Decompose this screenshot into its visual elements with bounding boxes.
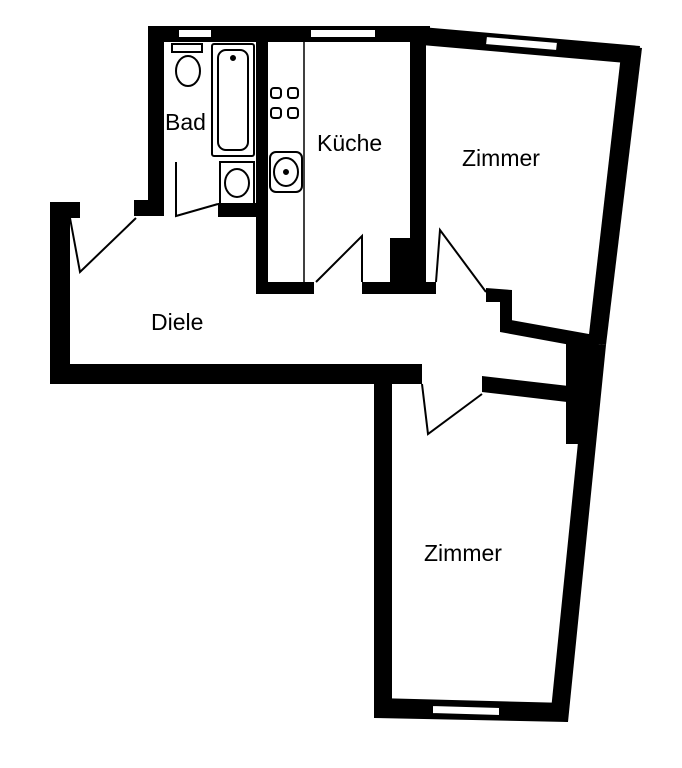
wall-zimmer-door-stub xyxy=(426,282,436,294)
wall-zimmer-upper-notch xyxy=(486,288,512,332)
door-bath xyxy=(175,162,219,218)
wall-left-zimmer-lower xyxy=(374,378,392,718)
bathtub-drain xyxy=(230,55,236,61)
room-label-zimmer-bottom: Zimmer xyxy=(424,540,502,566)
stove-burner-4 xyxy=(287,107,299,119)
wall-zimmer-lower-top xyxy=(482,376,586,404)
wall-kitchen-bottom-left xyxy=(256,282,314,294)
bathtub-inner xyxy=(217,49,249,151)
wall-bath-kitchen xyxy=(256,26,268,294)
room-label-diele: Diele xyxy=(151,309,203,335)
stove-burner-3 xyxy=(270,107,282,119)
door-zimmer-upper xyxy=(435,227,487,293)
bath-sink-basin xyxy=(224,168,250,198)
walls xyxy=(50,26,642,722)
room-labels: Bad Küche Zimmer Diele Zimmer xyxy=(151,109,540,566)
wall-right-upper xyxy=(588,46,642,345)
stove-burner-2 xyxy=(287,87,299,99)
toilet-bowl xyxy=(175,55,201,87)
windows xyxy=(177,28,560,718)
bath-sink-outer xyxy=(219,161,255,205)
wall-left-bath xyxy=(148,26,164,216)
door-zimmer-lower xyxy=(421,383,483,436)
wall-bottom-diele xyxy=(50,364,422,384)
window-bath xyxy=(177,28,213,39)
room-label-kueche: Küche xyxy=(317,130,382,156)
doors xyxy=(69,162,487,436)
toilet-tank xyxy=(171,43,203,53)
wall-kitchen-pillar xyxy=(390,238,426,294)
bathtub xyxy=(211,43,255,157)
wall-left-diele-top xyxy=(50,202,80,218)
kitchen-sink-basin xyxy=(273,157,299,187)
door-kitchen xyxy=(315,233,363,283)
kitchen-sink xyxy=(269,151,303,193)
wall-kitchen-zimmer xyxy=(410,26,426,294)
kitchen-sink-outer xyxy=(269,151,303,193)
window-zimmer-bottom xyxy=(431,703,501,718)
bath-sink xyxy=(219,161,255,205)
bathtub-outer xyxy=(211,43,255,157)
wall-right-lower xyxy=(550,343,606,722)
wall-left-diele xyxy=(50,202,70,384)
room-label-zimmer-top: Zimmer xyxy=(462,145,540,171)
window-zimmer-top xyxy=(483,34,560,53)
stove-burner-1 xyxy=(270,87,282,99)
toilet xyxy=(171,43,203,87)
stove xyxy=(270,87,299,119)
window-kitchen xyxy=(309,28,377,39)
wall-bath-bottom-left xyxy=(134,200,164,216)
wall-pillar-right xyxy=(566,340,590,444)
kitchen-sink-drain xyxy=(283,169,289,175)
wall-bath-bottom-right xyxy=(218,203,264,217)
door-diele-entry xyxy=(69,217,137,275)
fixtures xyxy=(171,42,305,282)
room-label-bad: Bad xyxy=(165,109,206,135)
